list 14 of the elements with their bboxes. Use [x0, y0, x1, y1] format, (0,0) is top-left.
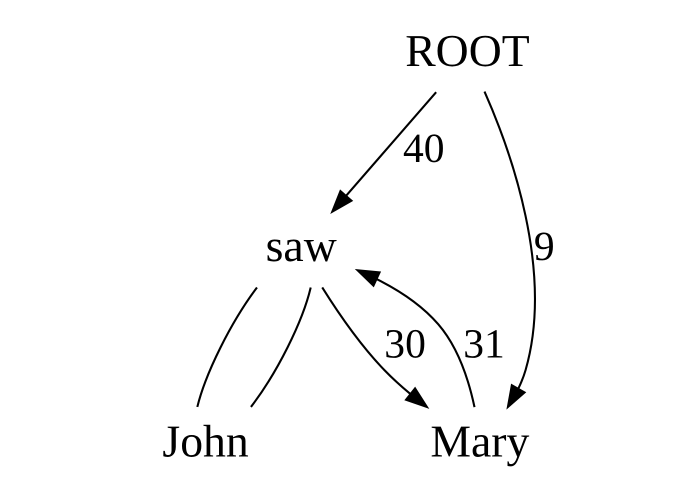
connector: [250, 287, 312, 408]
edge-label: 40: [402, 125, 444, 172]
edge-label: 31: [462, 320, 504, 367]
edge-label: 9: [533, 222, 554, 269]
arrow: [330, 92, 436, 214]
arrow: [354, 268, 476, 408]
edge-label: 30: [384, 320, 426, 367]
node-text: saw: [265, 220, 336, 272]
connector: [196, 286, 258, 408]
arrow: [483, 91, 536, 410]
arrow: [320, 286, 429, 409]
node-text: Mary: [430, 415, 529, 466]
node-text: ROOT: [404, 24, 530, 76]
node-text: John: [162, 415, 248, 466]
